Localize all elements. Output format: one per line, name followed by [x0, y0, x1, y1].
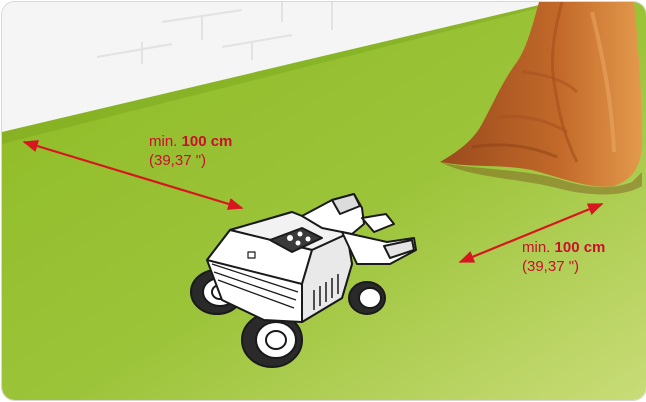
clearance-imperial: (39,37 "): [522, 257, 605, 276]
clearance-label-left-line1: min. 100 cm: [149, 132, 232, 151]
mower-wheel-front-right: [349, 282, 385, 314]
clearance-label-left: min. 100 cm (39,37 "): [149, 132, 232, 170]
clearance-label-right: min. 100 cm (39,37 "): [522, 238, 605, 276]
clearance-value: 100 cm: [182, 133, 233, 150]
clearance-imperial: (39,37 "): [149, 151, 232, 170]
clearance-prefix: min.: [522, 239, 550, 256]
clearance-label-right-line1: min. 100 cm: [522, 238, 605, 257]
clearance-prefix: min.: [149, 133, 177, 150]
clearance-value: 100 cm: [555, 239, 606, 256]
